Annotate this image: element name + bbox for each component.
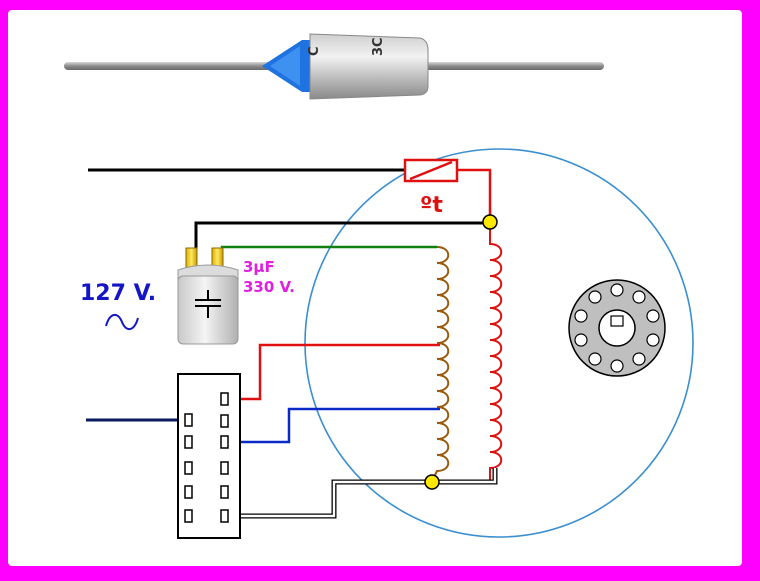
top-junction bbox=[482, 214, 498, 230]
red-winding bbox=[489, 228, 503, 482]
pin-right-4 bbox=[220, 461, 229, 475]
red-tap-wire bbox=[232, 343, 440, 401]
rotor-bearing bbox=[568, 279, 666, 377]
thermal-fuse-symbol bbox=[403, 158, 459, 183]
fuse-blue-cap-shine bbox=[270, 46, 300, 86]
thermal-label: ºt bbox=[420, 193, 443, 218]
bearing-hole-1 bbox=[610, 283, 624, 297]
bearing-hole-7 bbox=[588, 352, 602, 366]
brown-winding bbox=[431, 246, 450, 482]
pin-left-3 bbox=[184, 461, 193, 475]
capacitor-voltage: 330 V. bbox=[243, 278, 295, 296]
bearing-hole-9 bbox=[574, 309, 588, 323]
pin-left-4 bbox=[184, 485, 193, 499]
pin-left-2 bbox=[184, 435, 193, 449]
bearing-hole-8 bbox=[574, 333, 588, 347]
connector-housing bbox=[177, 373, 241, 539]
shaft-key bbox=[610, 315, 624, 327]
bottom-junction bbox=[424, 474, 440, 490]
shaft-circle bbox=[598, 309, 636, 347]
capacitor-value: 3µF bbox=[243, 258, 275, 276]
pin-left-1 bbox=[184, 413, 193, 427]
blue-tap-wire bbox=[232, 407, 440, 444]
pin-right-3 bbox=[220, 435, 229, 449]
black-capacitor-wire bbox=[194, 221, 490, 250]
bearing-hole-2 bbox=[632, 290, 646, 304]
pin-right-1 bbox=[220, 392, 229, 406]
pin-right-2 bbox=[220, 414, 229, 428]
bearing-hole-4 bbox=[646, 333, 660, 347]
pin-right-6 bbox=[220, 509, 229, 523]
pin-left-5 bbox=[184, 509, 193, 523]
thermal-fuse-diagonal bbox=[409, 160, 453, 181]
bearing-hole-6 bbox=[610, 359, 624, 373]
bearing-hole-3 bbox=[646, 309, 660, 323]
stator-circle bbox=[304, 148, 694, 538]
fuse-marking-1: C bbox=[307, 46, 322, 56]
white-common-wire bbox=[232, 468, 498, 519]
bearing-hole-5 bbox=[632, 352, 646, 366]
fuse-marking-2: 3C bbox=[371, 37, 386, 56]
supply-voltage: 127 V. bbox=[80, 281, 156, 306]
fuse-body bbox=[309, 33, 429, 100]
capacitor bbox=[177, 247, 239, 345]
thermal-fuse-photo: C 3C bbox=[64, 33, 604, 100]
pin-right-5 bbox=[220, 485, 229, 499]
connector-block bbox=[177, 373, 241, 539]
red-fuse-wire bbox=[457, 168, 492, 220]
ac-symbol bbox=[105, 314, 139, 330]
bearing-hole-10 bbox=[588, 290, 602, 304]
